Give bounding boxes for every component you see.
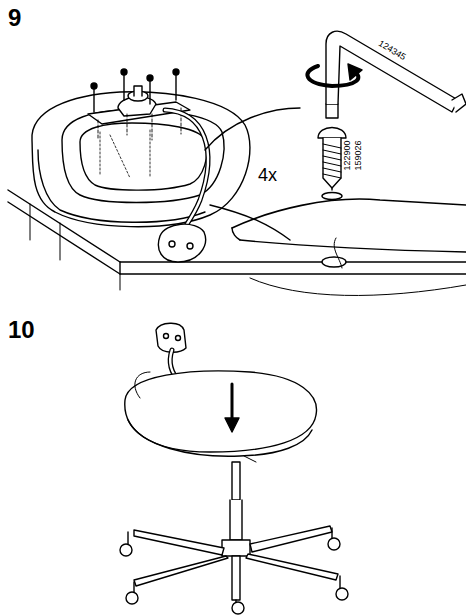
backrest (158, 110, 208, 262)
seat-mechanism (88, 86, 190, 124)
part-number: 159026 (353, 140, 362, 170)
rotation-arrow (307, 64, 362, 86)
hex-key (326, 31, 466, 118)
detail-plate (232, 193, 466, 296)
down-arrow (225, 384, 239, 432)
step-number: 10 (8, 318, 35, 342)
chair-base (120, 462, 348, 614)
part-number: 122900 (342, 140, 351, 170)
screws (91, 69, 181, 140)
seat-assembled (125, 323, 317, 462)
quantity: 4x (258, 166, 277, 184)
step-number: 9 (8, 6, 21, 30)
callout-line (205, 108, 300, 150)
